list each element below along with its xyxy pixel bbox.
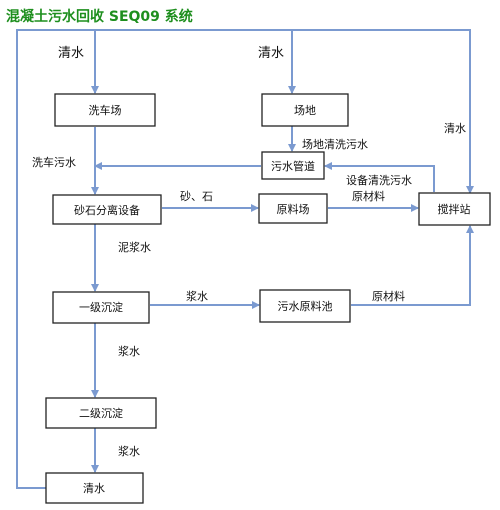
label-slurry-2: 浆水 (118, 344, 140, 358)
label-wash-sewage: 洗车污水 (32, 155, 76, 169)
label-water-mid: 清水 (258, 46, 284, 61)
label-sand-stone: 砂、石 (180, 190, 213, 203)
node-material-yard: 原料场 (258, 193, 328, 224)
node-mixing-station: 搅拌站 (418, 192, 491, 226)
label-raw-material-1: 原材料 (352, 189, 385, 203)
svg-text:污水原料池: 污水原料池 (278, 299, 333, 313)
node-separator: 砂石分离设备 (52, 194, 162, 225)
svg-text:二级沉淀: 二级沉淀 (79, 406, 123, 420)
svg-text:原料场: 原料场 (277, 202, 310, 216)
recycle-loop-line (16, 29, 474, 489)
label-slurry-3: 浆水 (118, 444, 140, 458)
svg-text:一级沉淀: 一级沉淀 (79, 300, 123, 314)
node-sewer: 污水管道 (261, 151, 325, 180)
svg-text:清水: 清水 (83, 482, 105, 495)
label-site-wash-sewage: 场地清洗污水 (302, 137, 368, 151)
svg-text:砂石分离设备: 砂石分离设备 (74, 203, 140, 217)
svg-text:洗车场: 洗车场 (89, 103, 122, 117)
diagram-title: 混凝土污水回收 SEQ09 系统 (6, 9, 193, 25)
node-slurry-pool: 污水原料池 (259, 289, 351, 323)
svg-text:污水管道: 污水管道 (271, 159, 315, 173)
label-water-right: 清水 (444, 122, 466, 135)
label-raw-material-2: 原材料 (372, 289, 405, 303)
node-clear-water: 清水 (45, 472, 144, 504)
label-slurry-1: 浆水 (186, 289, 208, 303)
node-wash-yard: 洗车场 (54, 93, 156, 127)
label-equipment-wash-sewage: 设备清洗污水 (346, 173, 412, 187)
node-secondary-settling: 二级沉淀 (45, 397, 157, 429)
pool-to-mixer-line (351, 225, 474, 306)
label-water-left: 清水 (58, 46, 84, 61)
node-site: 场地 (261, 93, 349, 127)
label-mud-water: 泥浆水 (118, 240, 151, 254)
node-primary-settling: 一级沉淀 (52, 291, 150, 324)
mixer-to-sewer-line (324, 162, 435, 192)
svg-text:场地: 场地 (294, 103, 316, 117)
svg-text:搅拌站: 搅拌站 (438, 202, 471, 216)
